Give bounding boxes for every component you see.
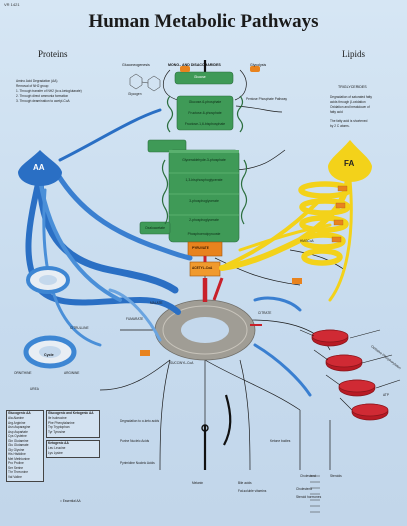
- citrate-label: CITRATE: [258, 311, 272, 315]
- gluconeogenesis-label: Gluconeogenesis: [122, 63, 150, 67]
- legend-item: Cys Cysteine: [8, 434, 27, 438]
- citrulline-label: CITRULLINE: [70, 326, 89, 330]
- succinyl-coa-label: SUCCINYL-CoA: [170, 361, 194, 365]
- essential-key-note: = Essential AA: [60, 499, 81, 503]
- legend2-title: Glucogenic and Ketogenic AA: [48, 411, 94, 415]
- legend-item: Glu Glutamate: [8, 443, 29, 447]
- proteins-heading: Proteins: [38, 49, 68, 59]
- glycogen-label: Glycogen: [128, 92, 142, 96]
- hmgcoa-label: HMGCoA: [300, 239, 314, 243]
- legend2-item: Tyr Tyrosine: [48, 429, 66, 434]
- step-3pg: 3-phosphoglycerate: [189, 199, 219, 203]
- step-g6p: Glucose-6-phosphate: [188, 100, 222, 104]
- legend3-title: Ketogenic AA: [48, 441, 69, 445]
- legend-item: Arg Arginine: [8, 420, 26, 425]
- legend-item: Met Methionine: [8, 456, 30, 461]
- legend2-item: Trp Tryptophan: [48, 425, 70, 429]
- amino-note-4: 3. Through deamination to acetyl-CoA: [16, 99, 70, 103]
- legend-item: Gln Glutamine: [8, 438, 29, 443]
- malate-label: MALATE: [150, 301, 163, 305]
- note-steroid-hormones: Steroid hormones: [296, 495, 322, 499]
- legend-item: Gly Glycine: [8, 447, 25, 452]
- legend-item: His Histidine: [8, 452, 26, 456]
- legend-item: Asp Aspartate: [8, 429, 28, 434]
- legend-item: Asn Asparagine: [8, 425, 31, 429]
- legend-item: Val Valine: [8, 474, 22, 479]
- arginine-label: ARGININE: [64, 371, 80, 375]
- oxaloacetate-label: Oxaloacetate: [145, 226, 165, 230]
- poster-title: Human Metabolic Pathways: [88, 11, 319, 32]
- step-2pg: 2-phosphoglycerate: [189, 218, 219, 222]
- lipid-note-5: by 2 C atoms.: [330, 124, 350, 128]
- lipid-note-2: Oxidation and breakdown of: [330, 105, 370, 109]
- step-gap: Glyceraldehyde-3-phosphate: [182, 158, 226, 162]
- ornithine-label: ORNITHINE: [14, 371, 32, 375]
- note-alpha-keto: Degradation to α-keto acids: [120, 419, 160, 423]
- poster-code: VR 1421: [4, 2, 20, 7]
- legend2-item: Ile Isoleucine: [48, 416, 67, 420]
- glycolysis-label: Glycolysis: [250, 63, 267, 67]
- note-bile-acids: Bile acids: [238, 481, 252, 485]
- note-vitamins: Fat-soluble vitamins: [238, 489, 267, 493]
- ketone-bodies-label: Ketone bodies: [270, 439, 291, 443]
- amino-note-2: 1. Through transfer of NH2 (to α-ketoglu…: [16, 89, 82, 93]
- amino-note-3: 2. Through direct ammonia formation: [16, 94, 69, 98]
- cholesterol-label: Cholesterol: [300, 474, 317, 478]
- legend2-item: Phe Phenylalanine: [48, 420, 75, 425]
- fa-label: FA: [344, 159, 355, 168]
- legend-glucogenic-ketogenic: Glucogenic and Ketogenic AA Ile Isoleuci…: [46, 410, 100, 438]
- step-f16bp: Fructose-1,6-bisphosphate: [184, 122, 226, 126]
- pyruvate-label: PYRUVATE: [192, 246, 209, 250]
- legend-item: Ala Alanine: [8, 416, 24, 420]
- amino-note-1: Removal of NH2 group: [16, 84, 49, 88]
- legend-item: Ser Serine: [8, 465, 24, 470]
- urea-cycle-label: Cycle: [44, 353, 54, 357]
- lipid-note-0: Degradation of saturated fatty: [330, 95, 372, 99]
- bottom-key-block: [308, 470, 402, 520]
- legend-ketogenic: Ketogenic AA Leu Leucine Lys Lysine: [46, 440, 100, 458]
- note-melanin: Melanin: [192, 481, 204, 485]
- pentose-label: Pentose Phosphate Pathway: [246, 97, 287, 101]
- step-f6p: Fructose-6-phosphate: [188, 111, 222, 115]
- legend-item: Pro Proline: [8, 461, 24, 465]
- glucose-label: Glucose: [194, 75, 206, 79]
- urea-label: UREA: [30, 387, 39, 391]
- acetyl-coa-label: ACETYL-CoA: [192, 266, 213, 270]
- lipid-note-4: The fatty acid is shortened: [330, 119, 368, 123]
- lipids-heading: Lipids: [342, 49, 366, 59]
- step-pep: Phosphoenolpyruvate: [187, 232, 221, 236]
- legend3-item: Lys Lysine: [48, 450, 63, 455]
- note-cholesterol: Cholesterol: [296, 487, 313, 491]
- legend-glucogenic-title: Glucogenic AA: [8, 411, 31, 415]
- triglycerides-label: TRIGLYCERIDES: [338, 85, 367, 89]
- step-13bpg: 1,3-bisphosphoglycerate: [185, 178, 223, 182]
- key-lines: [310, 475, 320, 513]
- lipid-note-1: acids through β-oxidation: [330, 100, 366, 104]
- note-purine: Purine Nucleic Acids: [120, 439, 150, 443]
- legend3-item: Leu Leucine: [48, 446, 66, 450]
- legend-glucogenic: Glucogenic AA Ala Alanine Arg Arginine A…: [6, 410, 44, 482]
- aa-label: AA: [33, 163, 45, 172]
- steroids-label: Steroids: [330, 474, 342, 478]
- note-pyrimidine: Pyrimidine Nucleic Acids: [120, 461, 155, 465]
- mono-disaccharides-label: MONO– AND DISACCHARIDES: [168, 63, 221, 67]
- lipid-note-3: fatty acid: [330, 110, 343, 114]
- legend-item: Thr Threonine: [8, 470, 28, 474]
- atp-label: ATP: [383, 393, 389, 397]
- amino-note-0: Amino Acid Degradation (AA): [16, 79, 58, 83]
- fumarate-label: FUMARATE: [126, 317, 144, 321]
